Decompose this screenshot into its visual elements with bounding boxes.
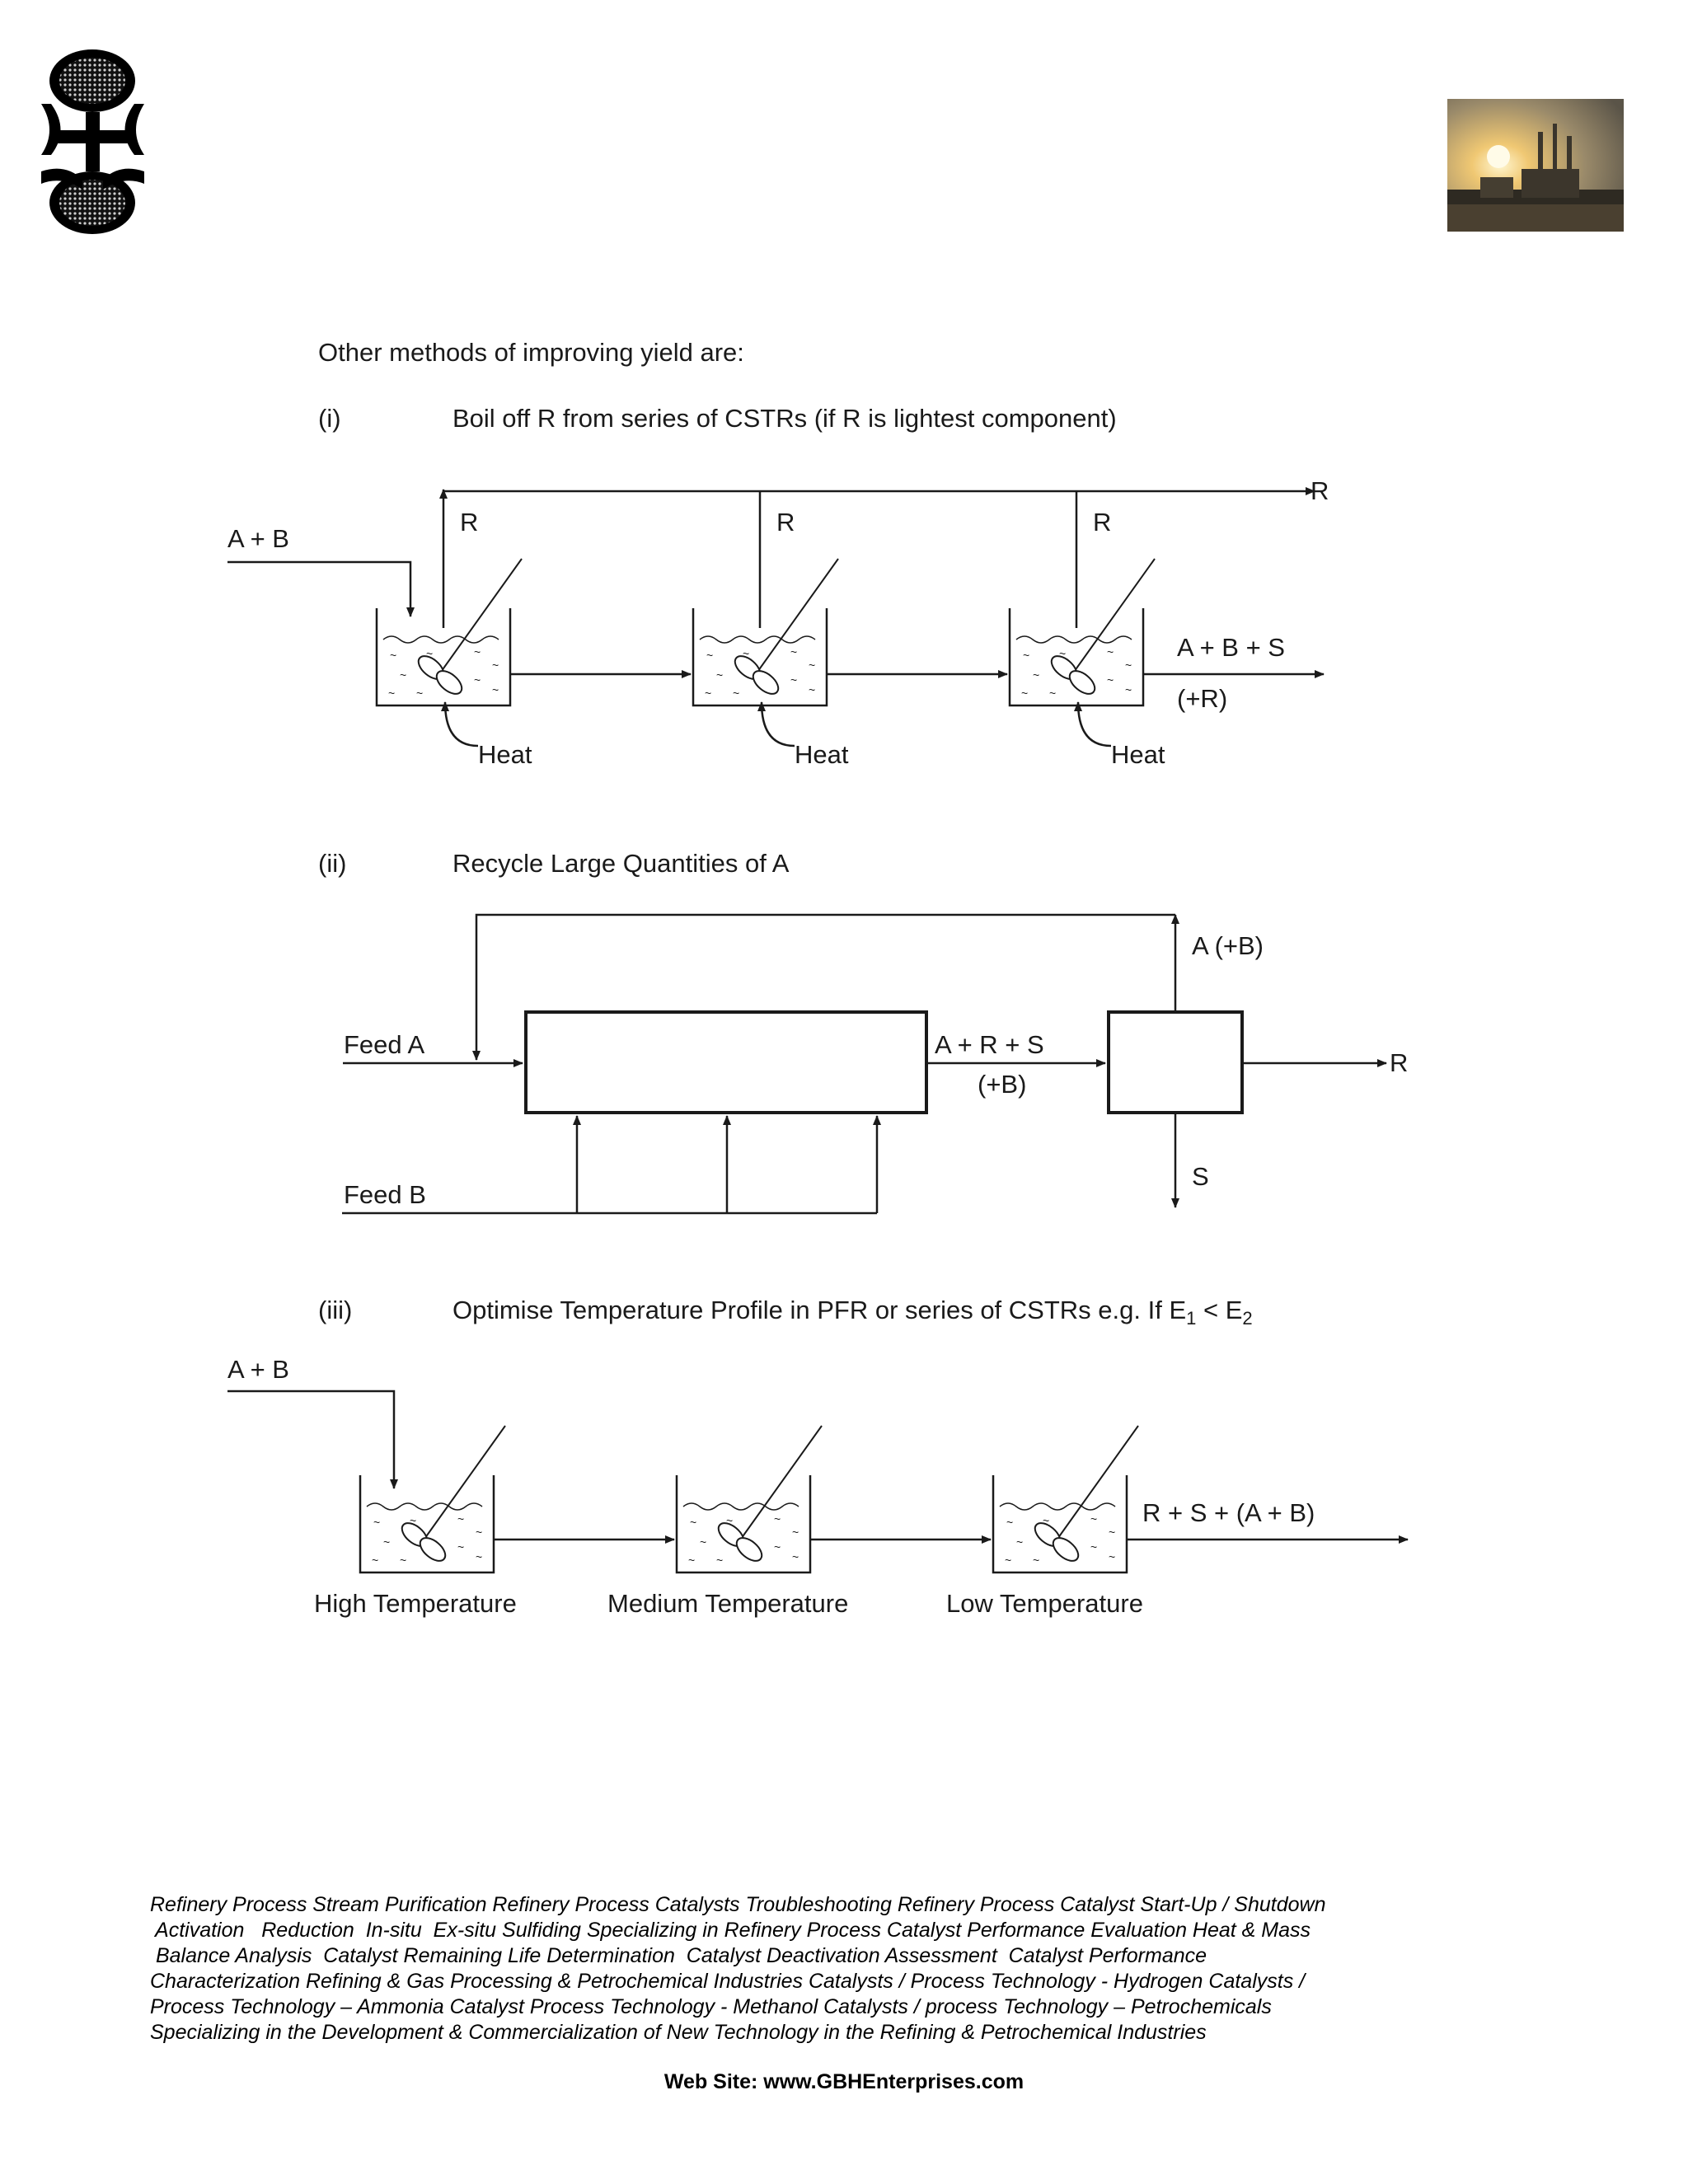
footer-text: Refinery Process Stream Purification Ref… (150, 1892, 1551, 2046)
outlet-extra-label: (+R) (1177, 684, 1227, 713)
footer-line: Process Technology – Ammonia Catalyst Pr… (150, 1995, 1272, 2018)
heat-label-2: Heat (795, 740, 849, 769)
subscript-1: 1 (1186, 1308, 1197, 1329)
outlet-main-label: A + B + S (1177, 633, 1285, 662)
footer-line: Activation Reduction In-situ Ex-situ Sul… (150, 1919, 1311, 1942)
temp-label-high: High Temperature (314, 1589, 517, 1618)
diagram-boil-off (227, 487, 1325, 748)
diagram-recycle (342, 913, 1387, 1215)
temp-label-low: Low Temperature (946, 1589, 1143, 1618)
heat-label-3: Heat (1111, 740, 1165, 769)
subscript-2: 2 (1242, 1308, 1253, 1329)
intro-text: Other methods of improving yield are: (318, 338, 744, 367)
top-outlet-label: R (1311, 476, 1329, 505)
heat-label-1: Heat (478, 740, 532, 769)
section-heading: Recycle Large Quantities of A (452, 849, 790, 878)
feed-label-3: A + B (227, 1355, 289, 1384)
section-heading-text: Optimise Temperature Profile in PFR or s… (452, 1296, 1187, 1324)
company-logo (41, 49, 144, 234)
product-s-label: S (1192, 1162, 1209, 1191)
feed-b-label: Feed B (344, 1180, 426, 1209)
temp-label-medium: Medium Temperature (607, 1589, 848, 1618)
section-number: (iii) (318, 1296, 353, 1324)
section-heading-mid: < E (1196, 1296, 1243, 1324)
footer-line: Balance Analysis Catalyst Remaining Life… (150, 1944, 1207, 1967)
section-heading: Optimise Temperature Profile in PFR or s… (452, 1296, 1253, 1329)
feed-label: A + B (227, 524, 289, 553)
footer-line: Specializing in the Development & Commer… (150, 2021, 1207, 2044)
refinery-photo (1447, 99, 1624, 232)
section-number: (i) (318, 404, 341, 433)
diagram-temperature-profile (227, 1390, 1409, 1544)
section-number: (ii) (318, 849, 347, 878)
feed-a-label: Feed A (344, 1030, 425, 1059)
footer-line: Characterization Refining & Gas Processi… (150, 1970, 1306, 1993)
mid-stream-label: A + R + S (935, 1030, 1044, 1059)
vapor-label-1: R (460, 508, 478, 537)
website-link[interactable]: Web Site: www.GBHEnterprises.com (663, 2070, 1025, 2093)
vapor-label-3: R (1093, 508, 1111, 537)
vapor-label-2: R (776, 508, 795, 537)
footer-line: Refinery Process Stream Purification Ref… (150, 1893, 1326, 1916)
section-heading: Boil off R from series of CSTRs (if R is… (452, 404, 1117, 433)
outlet-label-3: R + S + (A + B) (1142, 1498, 1315, 1527)
mid-extra-label: (+B) (978, 1070, 1026, 1099)
product-r-label: R (1390, 1048, 1408, 1077)
recycle-label: A (+B) (1192, 931, 1264, 960)
